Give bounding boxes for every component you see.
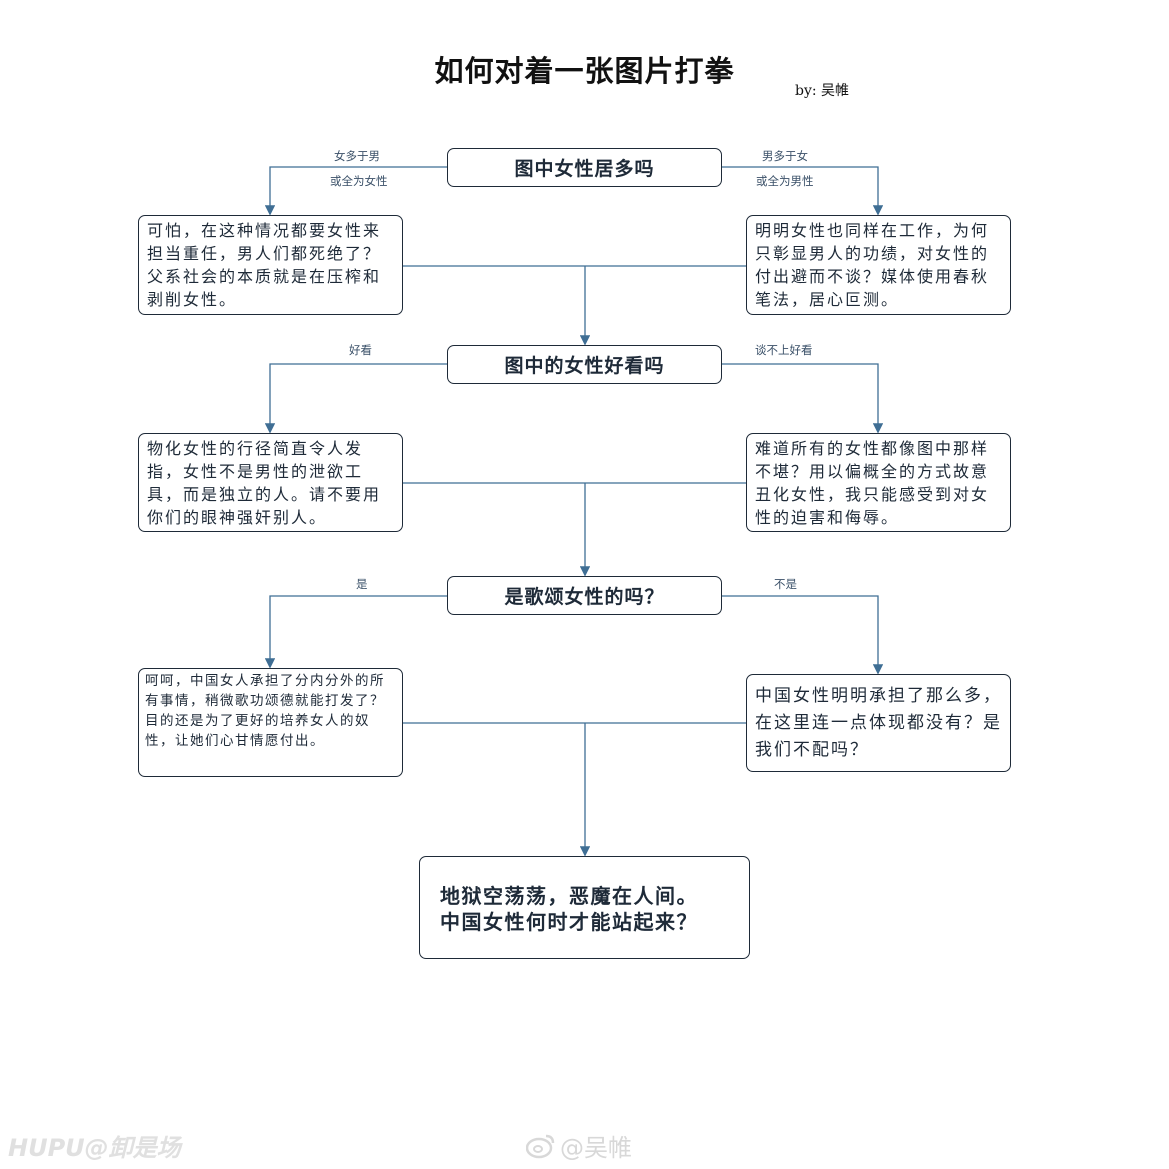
question-3-text: 是歌颂女性的吗？ xyxy=(504,586,665,608)
final-conclusion-box: 地狱空荡荡，恶魔在人间。 中国女性何时才能站起来？ xyxy=(419,856,750,959)
question-3-box: 是歌颂女性的吗？ xyxy=(447,576,722,615)
q1-right-label-2: 或全为男性 xyxy=(756,174,814,188)
hupu-watermark: HUPU@卸是场 xyxy=(8,1134,181,1162)
weibo-handle: @吴帷 xyxy=(560,1134,632,1162)
q1-left-label: 女多于男 xyxy=(334,149,380,163)
q1-left-label-2: 或全为女性 xyxy=(330,174,388,188)
weibo-watermark: @吴帷 xyxy=(526,1128,632,1163)
author-credit: by: 吴帷 xyxy=(795,83,850,99)
answer-1-left: 可怕，在这种情况都要女性来担当重任，男人们都死绝了？父系社会的本质就是在压榨和剥… xyxy=(138,215,403,315)
final-line-1: 地狱空荡荡，恶魔在人间。 xyxy=(440,884,698,908)
answer-3-left: 呵呵，中国女人承担了分内分外的所有事情，稍微歌功颂德就能打发了？目的还是为了更好… xyxy=(138,668,403,777)
question-2-text: 图中的女性好看吗 xyxy=(504,355,665,377)
q2-left-label: 好看 xyxy=(349,343,372,357)
answer-2-left: 物化女性的行径简直令人发指，女性不是男性的泄欲工具，而是独立的人。请不要用你们的… xyxy=(138,433,403,532)
question-1-text: 图中女性居多吗 xyxy=(514,158,655,180)
page-title: 如何对着一张图片打拳 xyxy=(434,54,735,88)
q2-right-label: 谈不上好看 xyxy=(755,343,813,357)
question-1-box: 图中女性居多吗 xyxy=(447,148,722,187)
weibo-icon xyxy=(526,1134,555,1158)
answer-3-right: 中国女性明明承担了那么多，在这里连一点体现都没有？是我们不配吗？ xyxy=(746,674,1011,772)
q3-left-label: 是 xyxy=(356,577,368,591)
question-2-box: 图中的女性好看吗 xyxy=(447,345,722,384)
final-line-2: 中国女性何时才能站起来？ xyxy=(440,910,698,934)
answer-2-right: 难道所有的女性都像图中那样不堪？用以偏概全的方式故意丑化女性，我只能感受到对女性… xyxy=(746,433,1011,532)
q1-right-label: 男多于女 xyxy=(762,149,808,163)
q3-right-label: 不是 xyxy=(774,577,797,591)
answer-1-right: 明明女性也同样在工作，为何只彰显男人的功绩，对女性的付出避而不谈？媒体使用春秋笔… xyxy=(746,215,1011,315)
